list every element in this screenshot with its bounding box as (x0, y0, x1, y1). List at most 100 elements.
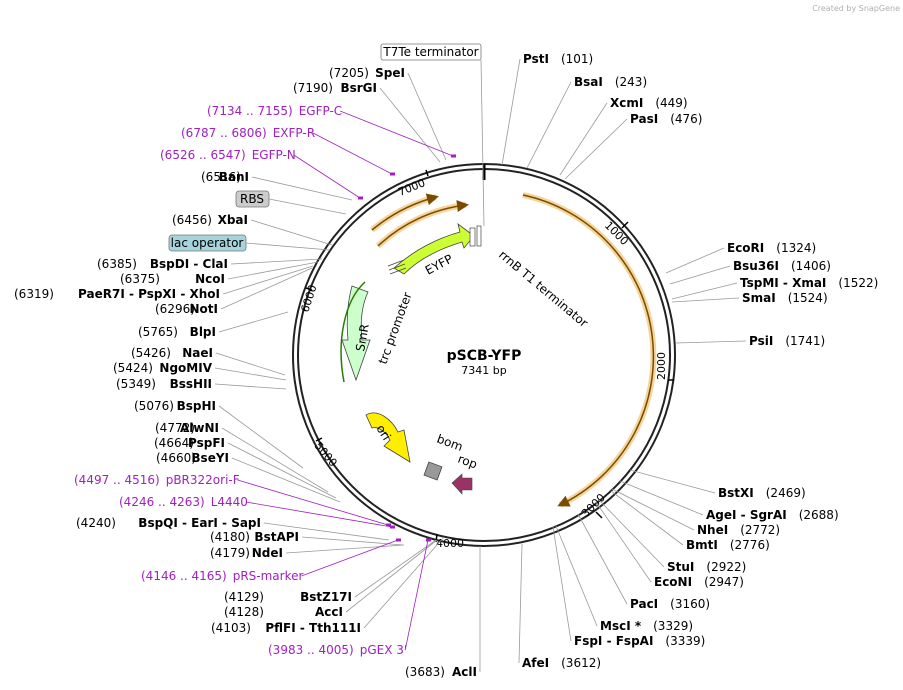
site-name: SmaI (742, 291, 776, 305)
primer-leader-exfp-r (312, 132, 393, 175)
primer-egfp-n[interactable]: (6526 .. 6547)EGFP-N (160, 148, 296, 162)
site-bsphi[interactable]: BspHI (177, 399, 216, 413)
site-position-bsshii: (5349) (116, 377, 156, 391)
site-noti[interactable]: NotI (190, 302, 219, 316)
site-position-bani: (6516) (201, 170, 241, 184)
rbs-box[interactable]: RBS (235, 190, 270, 208)
trc-promoter-feature[interactable] (387, 259, 407, 275)
leader-fspi-fspai (552, 526, 572, 642)
primer-mark-pbr322ori-f (386, 523, 391, 527)
site-spei[interactable]: SpeI (375, 66, 405, 80)
site-alwni[interactable]: AlwNI (180, 421, 219, 435)
site-naei[interactable]: NaeI (182, 346, 213, 360)
site-bspdi-clai[interactable]: BspDI - ClaI (150, 257, 228, 271)
smr-feature[interactable] (341, 285, 371, 382)
primer-name: pRS-marker (233, 569, 304, 583)
site-bmti[interactable]: BmtI (2776) (686, 538, 770, 552)
site-bani[interactable]: BanI (219, 170, 249, 184)
site-bstz17i[interactable]: BstZ17I (300, 590, 352, 604)
site-afei[interactable]: AfeI(3612) (522, 656, 601, 670)
orf-arc[interactable] (522, 194, 655, 507)
site-ecori[interactable]: EcoRI(1324) (727, 241, 816, 255)
site-psti[interactable]: PstI(101) (523, 52, 593, 66)
leader-pspfi (227, 442, 337, 499)
site-position-ncoi: (6375) (120, 272, 160, 286)
site-name: PasI (630, 112, 658, 126)
site-pasi[interactable]: PasI(476) (630, 112, 702, 126)
site-bstxi[interactable]: BstXI(2469) (718, 486, 806, 500)
site-smai[interactable]: SmaI(1524) (742, 291, 828, 305)
site-msci[interactable]: MscI *(3329) (600, 619, 693, 633)
leader-msci (555, 525, 598, 627)
site-nhei[interactable]: NheI(2772) (697, 523, 780, 537)
leader-econi (595, 501, 652, 583)
bom-feature[interactable] (423, 461, 443, 481)
primer-pgex-3[interactable]: (3983 .. 4005)pGEX 3' (268, 643, 407, 657)
site-acli[interactable]: AclI (452, 665, 477, 679)
site-position: (243) (615, 75, 647, 89)
tick-5000: 5000 (312, 440, 340, 470)
site-position-ndei: (4179) (210, 546, 250, 560)
primer-range: (4497 .. 4516) (74, 473, 160, 487)
tick-7000: 7000 (396, 176, 427, 199)
site-position: (2772) (740, 523, 780, 537)
site-bsu36i[interactable]: Bsu36I(1406) (733, 259, 831, 273)
smr-orf-arc (340, 281, 366, 383)
site-position-acci: (4128) (224, 605, 264, 619)
lac-operator-label: lac operator (171, 236, 244, 250)
primer-l4440[interactable]: (4246 .. 4263)L4440 (119, 495, 248, 509)
primer-prs-marker[interactable]: (4146 .. 4165)pRS-marker (141, 569, 303, 583)
plasmid-name: pSCB-YFP (447, 348, 522, 364)
orf-small-2[interactable] (377, 200, 469, 247)
site-bseyi[interactable]: BseYI (191, 451, 229, 465)
site-paci[interactable]: PacI(3160) (630, 597, 710, 611)
site-blpi[interactable]: BlpI (190, 325, 216, 339)
site-fspi-fspai[interactable]: FspI - FspAI(3339) (574, 634, 705, 648)
site-position: (2776) (730, 538, 770, 552)
site-position-bstapi: (4180) (210, 530, 250, 544)
site-bstapi[interactable]: BstAPI (254, 530, 299, 544)
site-name: BsaI (574, 75, 603, 89)
site-ngomiv[interactable]: NgoMIV (159, 361, 212, 375)
site-pspfi[interactable]: PspFI (188, 436, 225, 450)
rrnb-terminator-feature[interactable] (469, 227, 476, 247)
site-ncoi[interactable]: NcoI (195, 272, 225, 286)
site-bsshii[interactable]: BssHII (170, 377, 212, 391)
lac-operator-box[interactable]: lac operator (168, 234, 247, 252)
site-psii[interactable]: PsiI(1741) (749, 334, 825, 348)
site-agei-sgrai[interactable]: AgeI - SgrAI(2688) (706, 508, 839, 522)
site-ndei[interactable]: NdeI (252, 546, 283, 560)
site-position-bsphi: (5076) (134, 399, 174, 413)
leader-bseyi (231, 457, 341, 503)
site-position-xbai: (6456) (172, 213, 212, 227)
site-xcmi[interactable]: XcmI(449) (610, 96, 688, 110)
site-paer7i-pspxi-xhoi[interactable]: PaeR7I - PspXI - XhoI (78, 287, 220, 301)
site-bsrgi[interactable]: BsrGI (340, 81, 377, 95)
rrnb-terminator-feature-2[interactable] (476, 225, 482, 247)
primer-name: pBR322ori-F (166, 473, 240, 487)
primer-leader-prs-marker (301, 539, 399, 577)
site-position-blpi: (5765) (138, 325, 178, 339)
site-stui[interactable]: StuI(2922) (667, 560, 746, 574)
site-bspqi-eari-sapi[interactable]: BspQI - EarI - SapI (138, 516, 261, 530)
site-xbai[interactable]: XbaI (218, 213, 248, 227)
primer-pbr322ori-f[interactable]: (4497 .. 4516) pBR322ori-F (74, 473, 240, 487)
site-name: XcmI (610, 96, 643, 110)
orf-small-1[interactable] (371, 193, 439, 231)
site-tspmi-xmai[interactable]: TspMI - XmaI(1522) (740, 276, 878, 290)
site-econi[interactable]: EcoNI(2947) (654, 575, 744, 589)
site-bsai[interactable]: BsaI (243) (574, 75, 647, 89)
t7te-terminator-box[interactable]: T7Te terminator (380, 43, 482, 61)
primer-exfp-r[interactable]: (6787 .. 6806)EXFP-R (181, 126, 315, 140)
site-position-bseyi: (4660) (156, 451, 196, 465)
ori-feature[interactable] (365, 412, 411, 463)
primer-leader-egfp-n (293, 154, 361, 199)
site-acci[interactable]: AccI (315, 605, 343, 619)
site-position: (1406) (791, 259, 831, 273)
site-pflfi-tth111i[interactable]: PflFI - Tth111I (265, 621, 361, 635)
eyfp-feature[interactable] (393, 223, 475, 275)
site-position-bspqi-eari-sapi: (4240) (76, 516, 116, 530)
site-name: BmtI (686, 538, 718, 552)
rop-feature[interactable] (451, 473, 473, 495)
primer-egfp-c[interactable]: (7134 .. 7155)EGFP-C (207, 104, 342, 118)
